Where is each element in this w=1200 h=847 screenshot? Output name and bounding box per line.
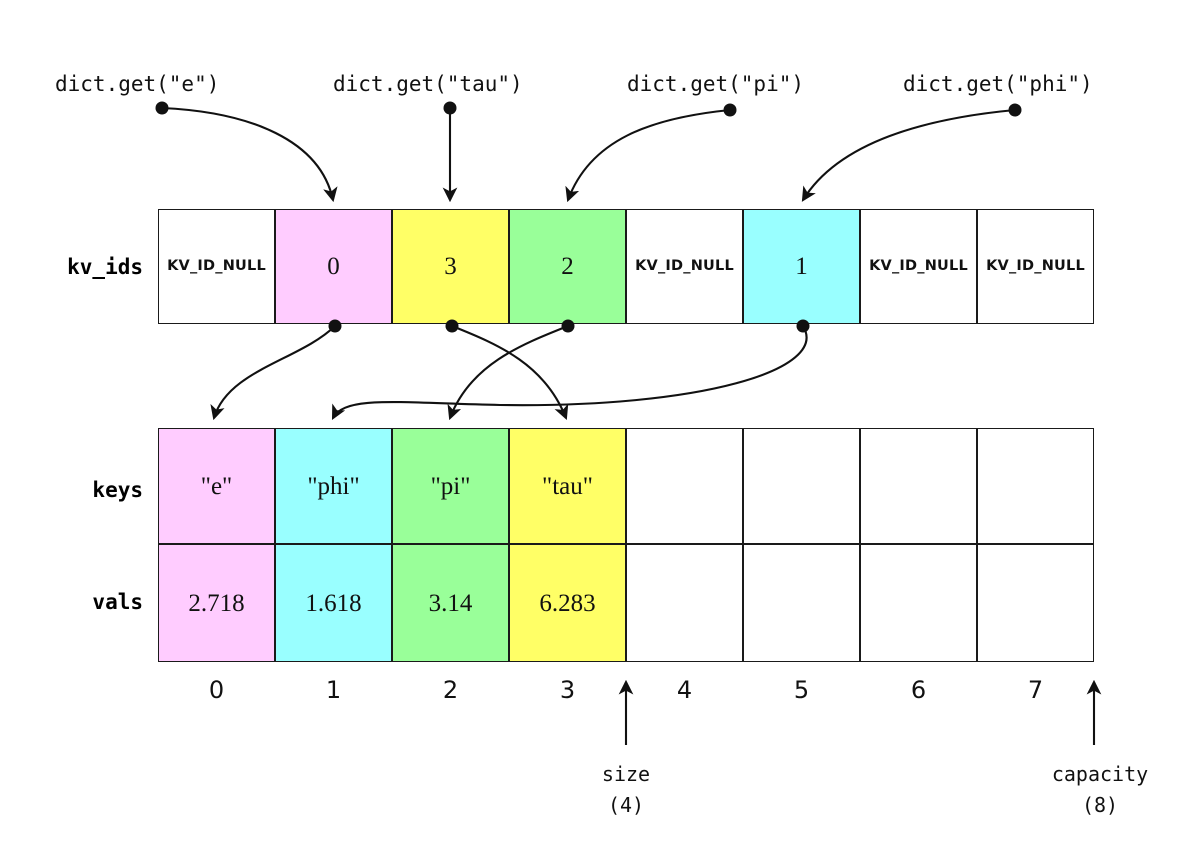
vals-cell-1-text: 1.618 bbox=[305, 589, 362, 617]
index-label-0: 0 bbox=[208, 676, 225, 704]
call-label-tau: dict.get("tau") bbox=[333, 72, 523, 96]
call-dot-e bbox=[155, 101, 169, 115]
kv-ids-cell-6[interactable]: KV_ID_NULL bbox=[860, 209, 977, 324]
keys-cell-2[interactable]: "pi" bbox=[392, 428, 509, 544]
index-label-4: 4 bbox=[676, 676, 693, 704]
kv-ids-cell-6-text: KV_ID_NULL bbox=[869, 258, 968, 275]
kv-ids-cell-7[interactable]: KV_ID_NULL bbox=[977, 209, 1094, 324]
arrow-kvids3-to-keys2 bbox=[447, 325, 569, 421]
vals-cell-0-text: 2.718 bbox=[188, 589, 245, 617]
size-marker-value: (4) bbox=[607, 793, 645, 817]
index-label-1: 1 bbox=[325, 676, 342, 704]
keys-cell-0[interactable]: "e" bbox=[158, 428, 275, 544]
arrow-kvids5-to-keys1 bbox=[331, 325, 808, 420]
keys-cell-1-text: "phi" bbox=[307, 472, 360, 500]
capacity-marker-label: capacity bbox=[1051, 762, 1149, 786]
kv-ids-cell-0-text: KV_ID_NULL bbox=[167, 258, 266, 275]
keys-cell-7[interactable] bbox=[977, 428, 1094, 544]
arrow-kvids1-to-keys0 bbox=[210, 325, 336, 421]
size-marker-label: size bbox=[601, 762, 651, 786]
kv-ids-cell-2[interactable]: 3 bbox=[392, 209, 509, 324]
row-label-vals: vals bbox=[92, 590, 143, 614]
kv-ids-cell-5[interactable]: 1 bbox=[743, 209, 860, 324]
keys-cell-3[interactable]: "tau" bbox=[509, 428, 626, 544]
keys-cell-2-text: "pi" bbox=[430, 472, 471, 500]
vals-cell-3-text: 6.283 bbox=[539, 589, 596, 617]
kv-ids-cell-0[interactable]: KV_ID_NULL bbox=[158, 209, 275, 324]
call-label-e: dict.get("e") bbox=[55, 72, 220, 96]
kv-ids-cell-7-text: KV_ID_NULL bbox=[986, 258, 1085, 275]
vals-cell-4[interactable] bbox=[626, 544, 743, 662]
row-label-keys: keys bbox=[92, 478, 143, 502]
arrow-get-e-to-kvids1 bbox=[161, 106, 338, 203]
index-label-2: 2 bbox=[442, 676, 459, 704]
vals-cell-5[interactable] bbox=[743, 544, 860, 662]
kv-ids-cell-4[interactable]: KV_ID_NULL bbox=[626, 209, 743, 324]
call-dot-pi bbox=[723, 103, 737, 117]
call-dot-tau bbox=[443, 101, 457, 115]
kv-ids-cell-2-text: 3 bbox=[444, 253, 457, 280]
kv-ids-cell-1[interactable]: 0 bbox=[275, 209, 392, 324]
vals-cell-2[interactable]: 3.14 bbox=[392, 544, 509, 662]
call-label-phi: dict.get("phi") bbox=[903, 72, 1093, 96]
kv-ids-cell-1-text: 0 bbox=[327, 253, 340, 280]
arrow-get-phi-to-kvids5 bbox=[801, 108, 1016, 202]
call-dot-phi bbox=[1008, 103, 1022, 117]
index-label-5: 5 bbox=[793, 676, 810, 704]
keys-cell-0-text: "e" bbox=[200, 472, 233, 500]
index-label-3: 3 bbox=[559, 676, 576, 704]
keys-cell-4[interactable] bbox=[626, 428, 743, 544]
kv-ids-cell-5-text: 1 bbox=[795, 253, 808, 280]
capacity-marker-value: (8) bbox=[1081, 793, 1119, 817]
call-label-pi: dict.get("pi") bbox=[627, 72, 805, 96]
kv-ids-cell-3[interactable]: 2 bbox=[509, 209, 626, 324]
arrow-kvids2-to-keys3 bbox=[451, 325, 569, 421]
vals-cell-0[interactable]: 2.718 bbox=[158, 544, 275, 662]
kv-ids-cell-3-text: 2 bbox=[561, 253, 574, 280]
kv-ids-cell-4-text: KV_ID_NULL bbox=[635, 258, 734, 275]
vals-cell-1[interactable]: 1.618 bbox=[275, 544, 392, 662]
keys-cell-6[interactable] bbox=[860, 428, 977, 544]
vals-cell-6[interactable] bbox=[860, 544, 977, 662]
keys-cell-1[interactable]: "phi" bbox=[275, 428, 392, 544]
vals-cell-2-text: 3.14 bbox=[428, 589, 473, 617]
keys-cell-5[interactable] bbox=[743, 428, 860, 544]
vals-cell-7[interactable] bbox=[977, 544, 1094, 662]
index-label-7: 7 bbox=[1027, 676, 1044, 704]
arrow-get-pi-to-kvids3 bbox=[565, 108, 731, 203]
row-label-kv-ids: kv_ids bbox=[67, 255, 143, 279]
index-label-6: 6 bbox=[910, 676, 927, 704]
keys-cell-3-text: "tau" bbox=[542, 472, 593, 500]
vals-cell-3[interactable]: 6.283 bbox=[509, 544, 626, 662]
